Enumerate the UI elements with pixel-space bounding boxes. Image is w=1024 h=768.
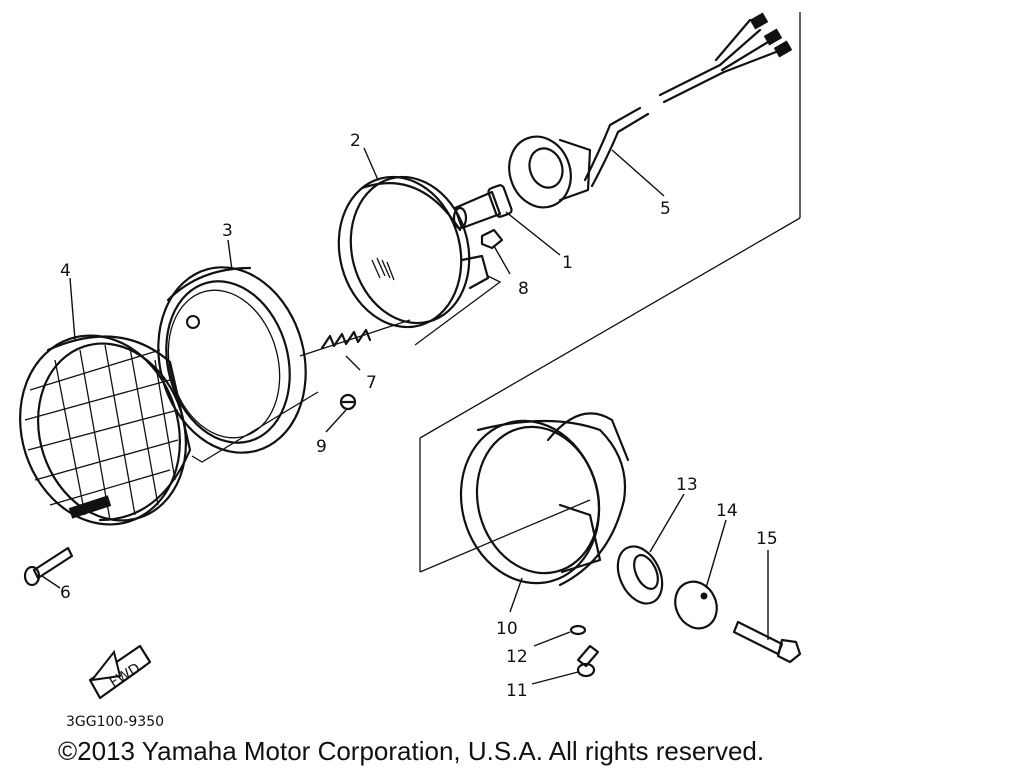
leader-lines [41, 147, 769, 685]
part-spring [320, 328, 372, 350]
part-adjust-screw [339, 393, 357, 411]
callout-11: 11 [506, 681, 528, 701]
part-lens-unit [337, 175, 490, 329]
callout-6: 6 [60, 583, 71, 603]
part-nut [480, 228, 504, 250]
callout-9: 9 [316, 437, 327, 457]
part-headlight-rim [157, 266, 307, 454]
callout-12: 12 [506, 647, 528, 667]
part-bulb [452, 184, 513, 230]
callout-1: 1 [562, 253, 573, 273]
callout-5: 5 [660, 199, 671, 219]
part-socket-cord [508, 12, 793, 209]
part-washer [569, 624, 587, 636]
part-cap [674, 580, 718, 630]
callout-13: 13 [676, 475, 698, 495]
callout-10: 10 [496, 619, 518, 639]
upper-group-frame [191, 12, 801, 573]
diagram-part-code: 3GG100-9350 [66, 714, 164, 730]
callout-4: 4 [60, 261, 71, 281]
callout-8: 8 [518, 279, 529, 299]
part-grommet [616, 545, 664, 605]
fwd-direction-arrow: FWD [88, 644, 152, 700]
callout-3: 3 [222, 221, 233, 241]
callout-14: 14 [716, 501, 738, 521]
callout-15: 15 [756, 529, 778, 549]
part-grille-guard [19, 334, 192, 526]
part-bolt [732, 620, 802, 664]
callout-2: 2 [350, 131, 361, 151]
part-body-screw [576, 644, 600, 678]
part-mount-screw [23, 546, 74, 587]
part-headlight-body [459, 412, 630, 587]
callout-7: 7 [366, 373, 377, 393]
copyright-notice: ©2013 Yamaha Motor Corporation, U.S.A. A… [58, 736, 765, 766]
callout-labels: 2 3 4 1 8 7 9 5 6 10 13 14 15 12 11 [60, 131, 778, 701]
